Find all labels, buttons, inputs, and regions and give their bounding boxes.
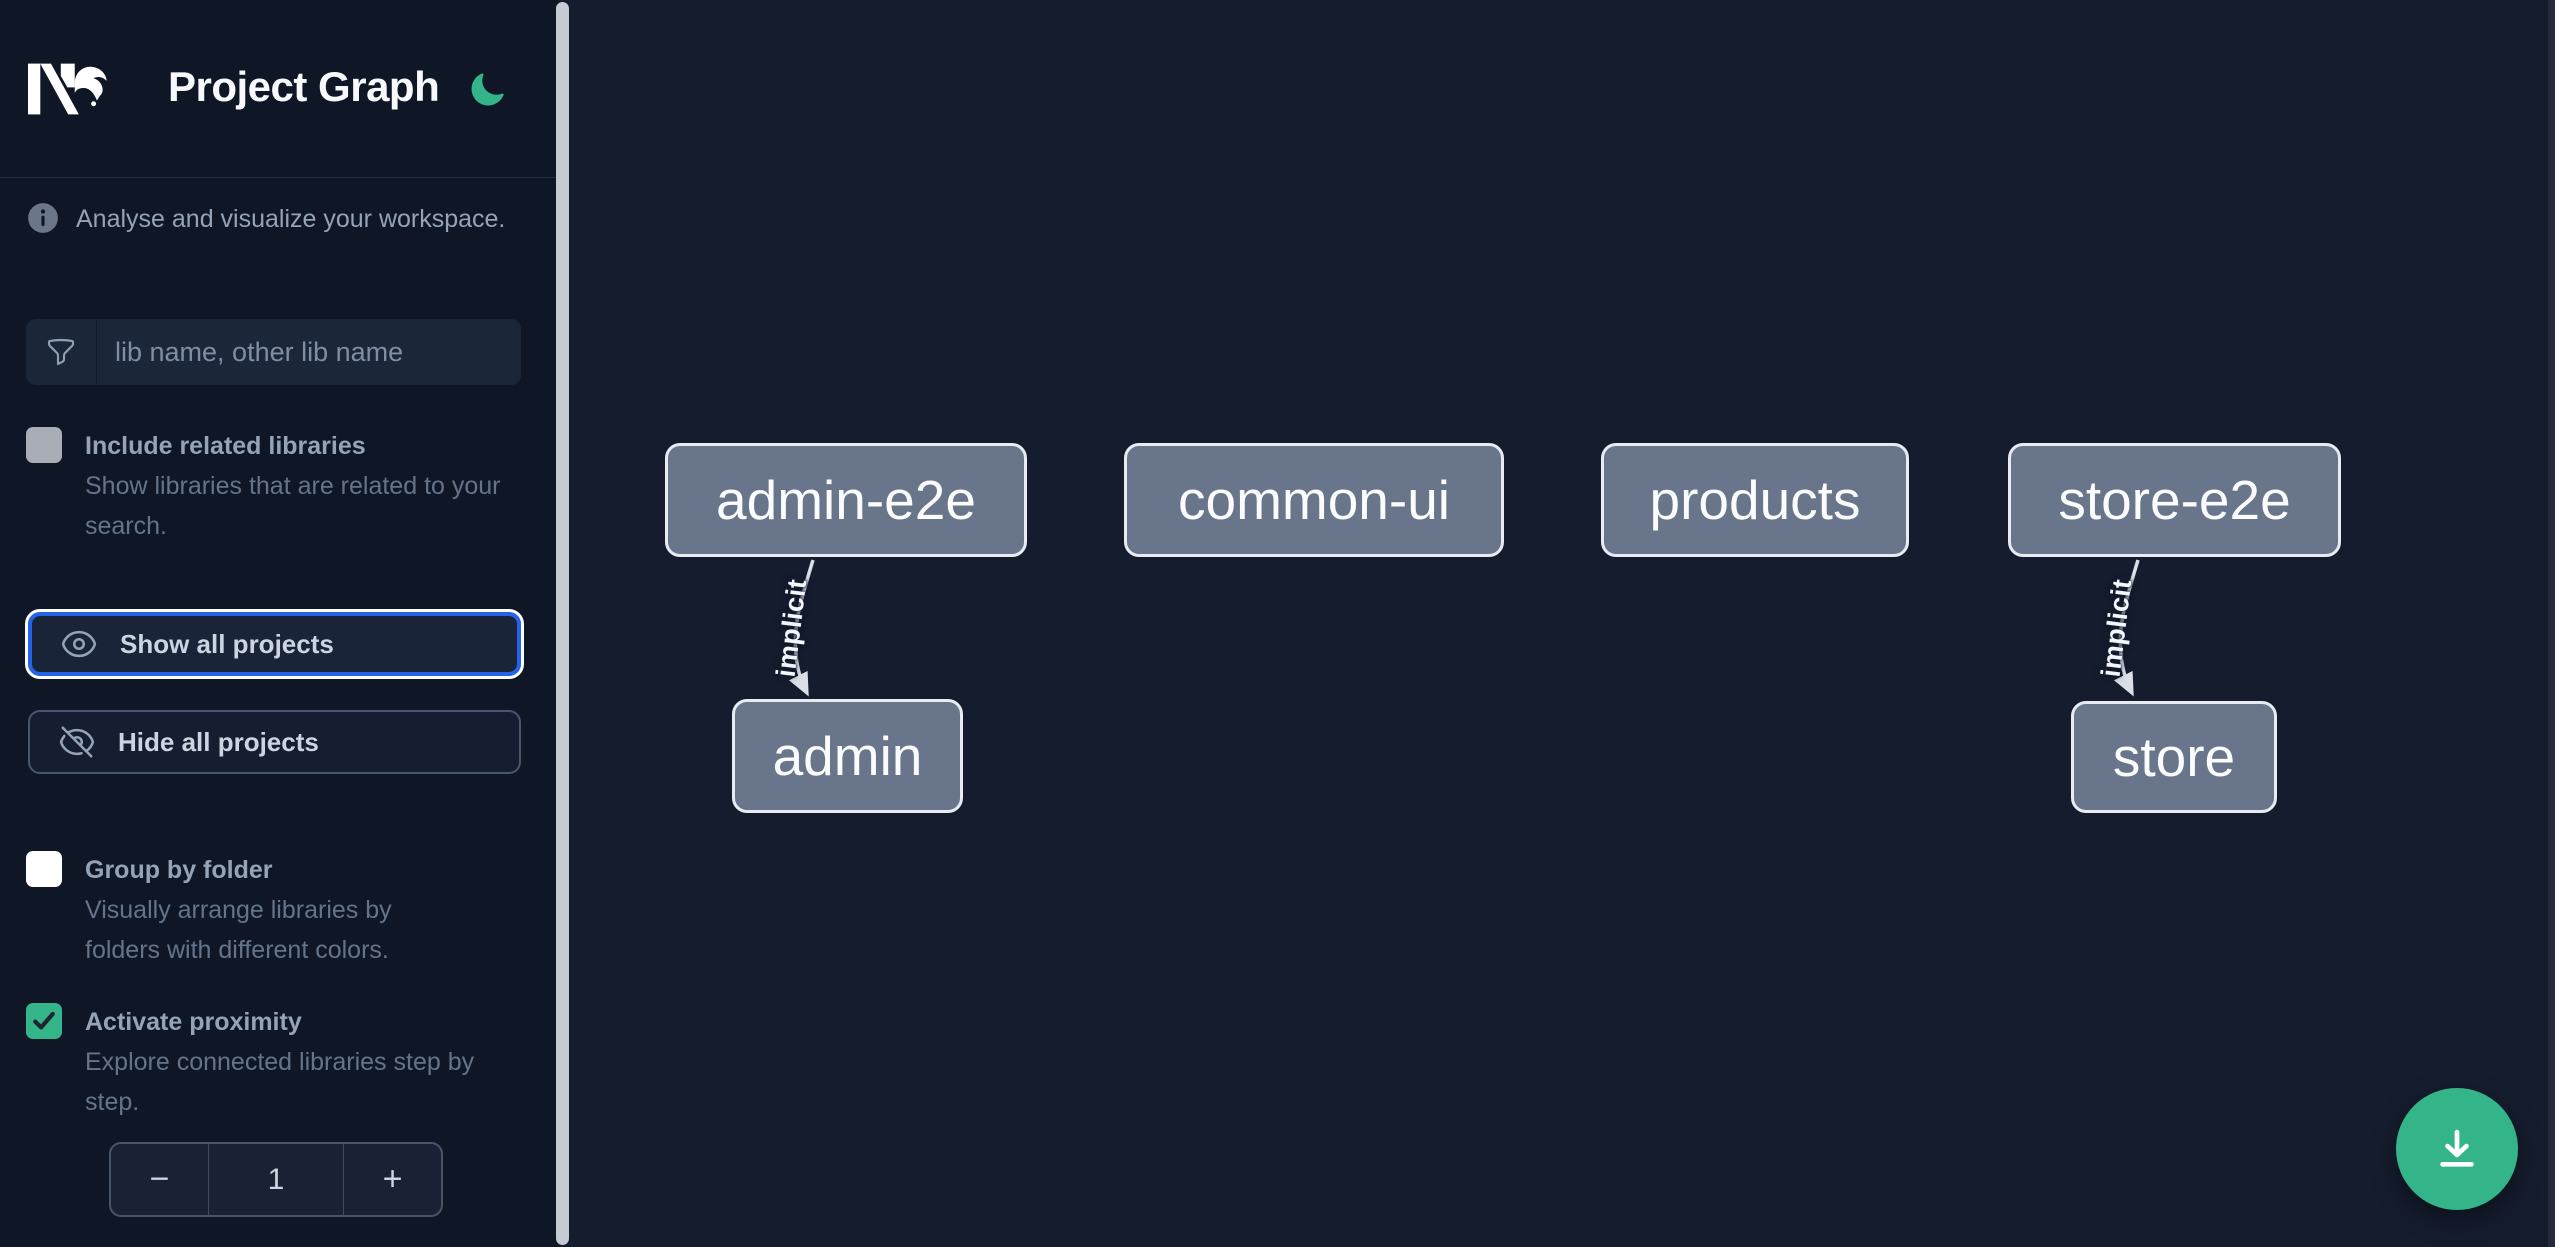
search-input[interactable]	[97, 319, 521, 385]
hide-all-projects-button[interactable]: Hide all projects	[28, 710, 521, 774]
eye-icon	[61, 630, 97, 658]
search-box	[26, 319, 521, 385]
sidebar-scrollbar-thumb[interactable]	[556, 2, 569, 1245]
funnel-icon	[26, 319, 97, 385]
group-by-folder-checkbox[interactable]	[26, 851, 62, 887]
activate-proximity-label[interactable]: Activate proximity	[85, 1008, 302, 1036]
plus-icon: +	[382, 1160, 403, 1198]
include-related-checkbox[interactable]	[26, 427, 62, 463]
hide-all-projects-label: Hide all projects	[118, 726, 319, 757]
show-all-projects-label: Show all projects	[120, 628, 334, 659]
info-circle-icon	[28, 203, 58, 233]
include-related-description: Show libraries that are related to your …	[85, 472, 501, 540]
workspace-info-text: Analyse and visualize your workspace.	[76, 205, 506, 233]
download-icon	[2440, 1129, 2474, 1167]
edge-label-implicit: implicit	[770, 577, 813, 679]
show-all-projects-button[interactable]: Show all projects	[25, 609, 524, 679]
increment-button[interactable]: +	[344, 1144, 441, 1215]
proximity-stepper: − 1 +	[109, 1142, 443, 1217]
checkmark-icon	[33, 1011, 55, 1030]
graph-node[interactable]: common-ui	[1124, 443, 1504, 557]
activate-proximity-checkbox[interactable]	[26, 1003, 62, 1039]
theme-toggle-button[interactable]	[468, 71, 506, 109]
canvas-scrollbar-track	[2548, 0, 2555, 1247]
nx-logo	[28, 63, 107, 115]
edge-label-implicit: implicit	[2095, 577, 2138, 679]
graph-node[interactable]: admin	[732, 699, 963, 813]
proximity-depth-value: 1	[208, 1144, 344, 1215]
group-by-folder-label[interactable]: Group by folder	[85, 856, 273, 884]
header-divider	[0, 177, 557, 178]
activate-proximity-description: Explore connected libraries step by step…	[85, 1048, 475, 1116]
minus-icon: −	[149, 1160, 170, 1198]
include-related-label[interactable]: Include related libraries	[85, 432, 366, 460]
download-graph-button[interactable]	[2396, 1088, 2518, 1210]
group-by-folder-description: Visually arrange libraries by folders wi…	[85, 896, 392, 964]
sidebar: Project Graph Analyse and visualize your…	[0, 0, 558, 1247]
graph-node[interactable]: store-e2e	[2008, 443, 2341, 557]
moon-icon	[471, 73, 504, 106]
decrement-button[interactable]: −	[111, 1144, 208, 1215]
page-title: Project Graph	[168, 63, 440, 110]
eye-slash-icon	[59, 726, 95, 758]
graph-node[interactable]: products	[1601, 443, 1909, 557]
graph-node[interactable]: store	[2071, 701, 2277, 813]
graph-node[interactable]: admin-e2e	[665, 443, 1027, 557]
